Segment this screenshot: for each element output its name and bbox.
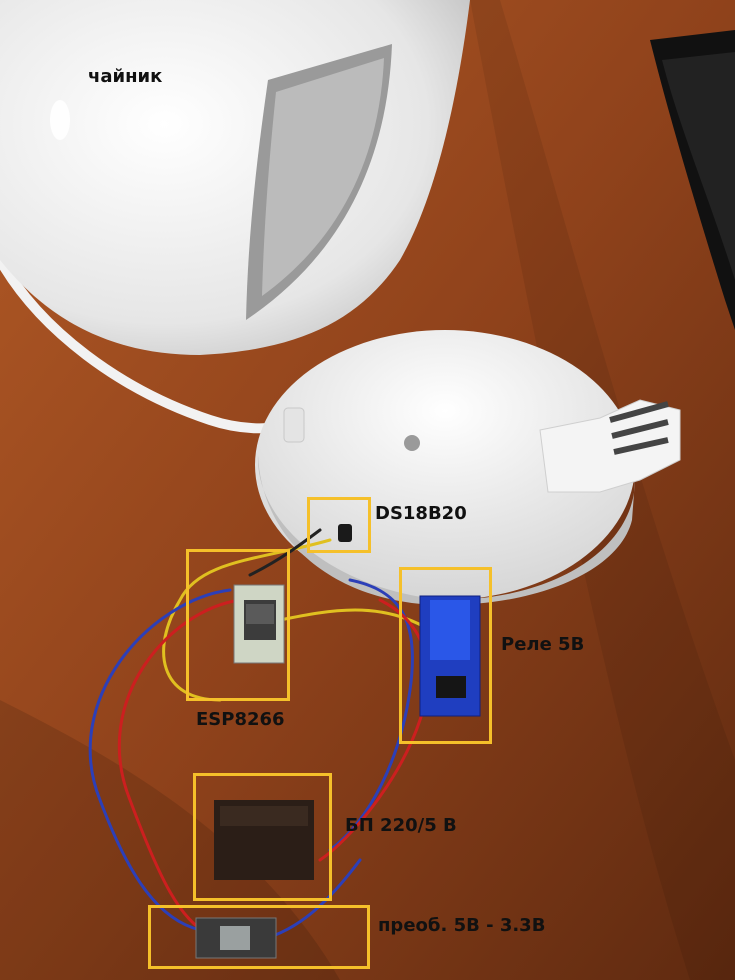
converter-box [148, 905, 370, 969]
relay-box [399, 567, 492, 744]
relay-module [419, 595, 481, 717]
base-connector [539, 399, 681, 493]
power-supply [214, 800, 314, 880]
label-sensor: DS18B20 [375, 503, 467, 524]
label-converter: преоб. 5В - 3.3В [378, 915, 546, 936]
psu-box [193, 773, 332, 901]
converter-board [195, 917, 277, 959]
mcu-box [186, 549, 290, 701]
esp8266-board [233, 584, 285, 664]
label-kettle: чайник [88, 66, 163, 87]
label-psu: БП 220/5 В [345, 815, 457, 836]
power-cord [0, 255, 285, 434]
sensor-body [338, 524, 352, 542]
label-relay: Реле 5В [501, 634, 585, 655]
label-mcu: ESP8266 [196, 709, 285, 730]
sensor-box [307, 497, 371, 553]
